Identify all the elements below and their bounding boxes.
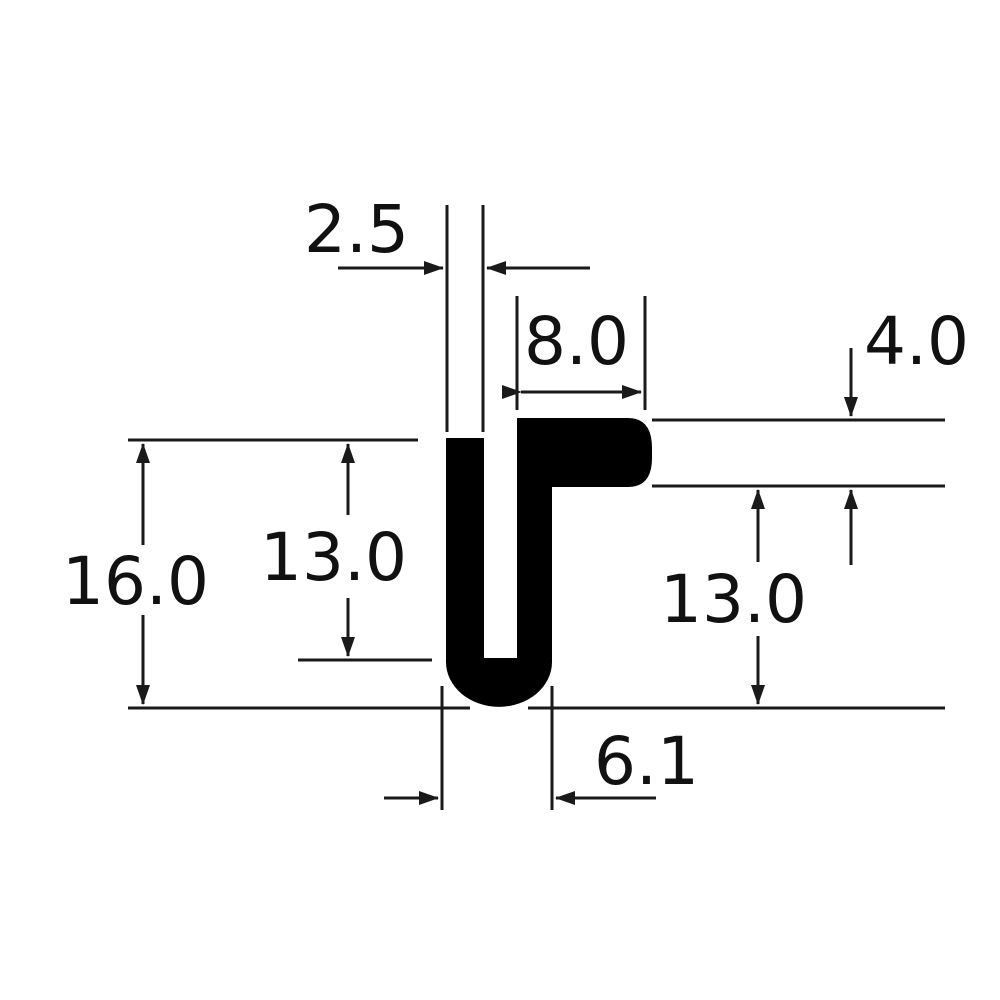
profile-shape: [446, 418, 652, 707]
dim-label-base-width: 6.1: [594, 723, 699, 800]
dimension-lines: [128, 205, 945, 810]
dim-label-lip-thickness: 4.0: [864, 303, 969, 380]
dim-label-inner-height-left: 13.0: [260, 519, 407, 596]
dim-label-total-height: 16.0: [62, 543, 209, 620]
dim-label-inner-height-right: 13.0: [660, 561, 807, 638]
dimension-arrows: [136, 261, 858, 805]
dim-label-slot-width: 2.5: [304, 191, 409, 268]
dim-label-lip-width: 8.0: [524, 303, 629, 380]
